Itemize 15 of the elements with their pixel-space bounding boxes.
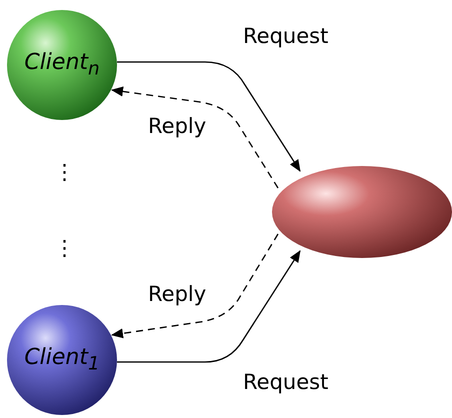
- edge-label: Request: [243, 24, 328, 48]
- edge-label: Request: [243, 370, 328, 394]
- dashed-arrow: [111, 86, 279, 188]
- edge-label: Reply: [148, 282, 206, 306]
- arrow: [117, 250, 301, 363]
- node-label: Client$_{1}$: [24, 345, 100, 375]
- dashed-arrow: [111, 234, 279, 338]
- ellipse-node: [272, 166, 452, 258]
- arrow: [117, 61, 301, 172]
- sphere-node: [7, 10, 117, 120]
- vertical-ellipsis: ⋮: [54, 160, 75, 184]
- sphere-node: [7, 305, 117, 415]
- edge-label: Reply: [148, 114, 206, 138]
- node-label: Client$_{n}$: [24, 50, 100, 80]
- vertical-ellipsis: ⋮: [54, 236, 75, 260]
